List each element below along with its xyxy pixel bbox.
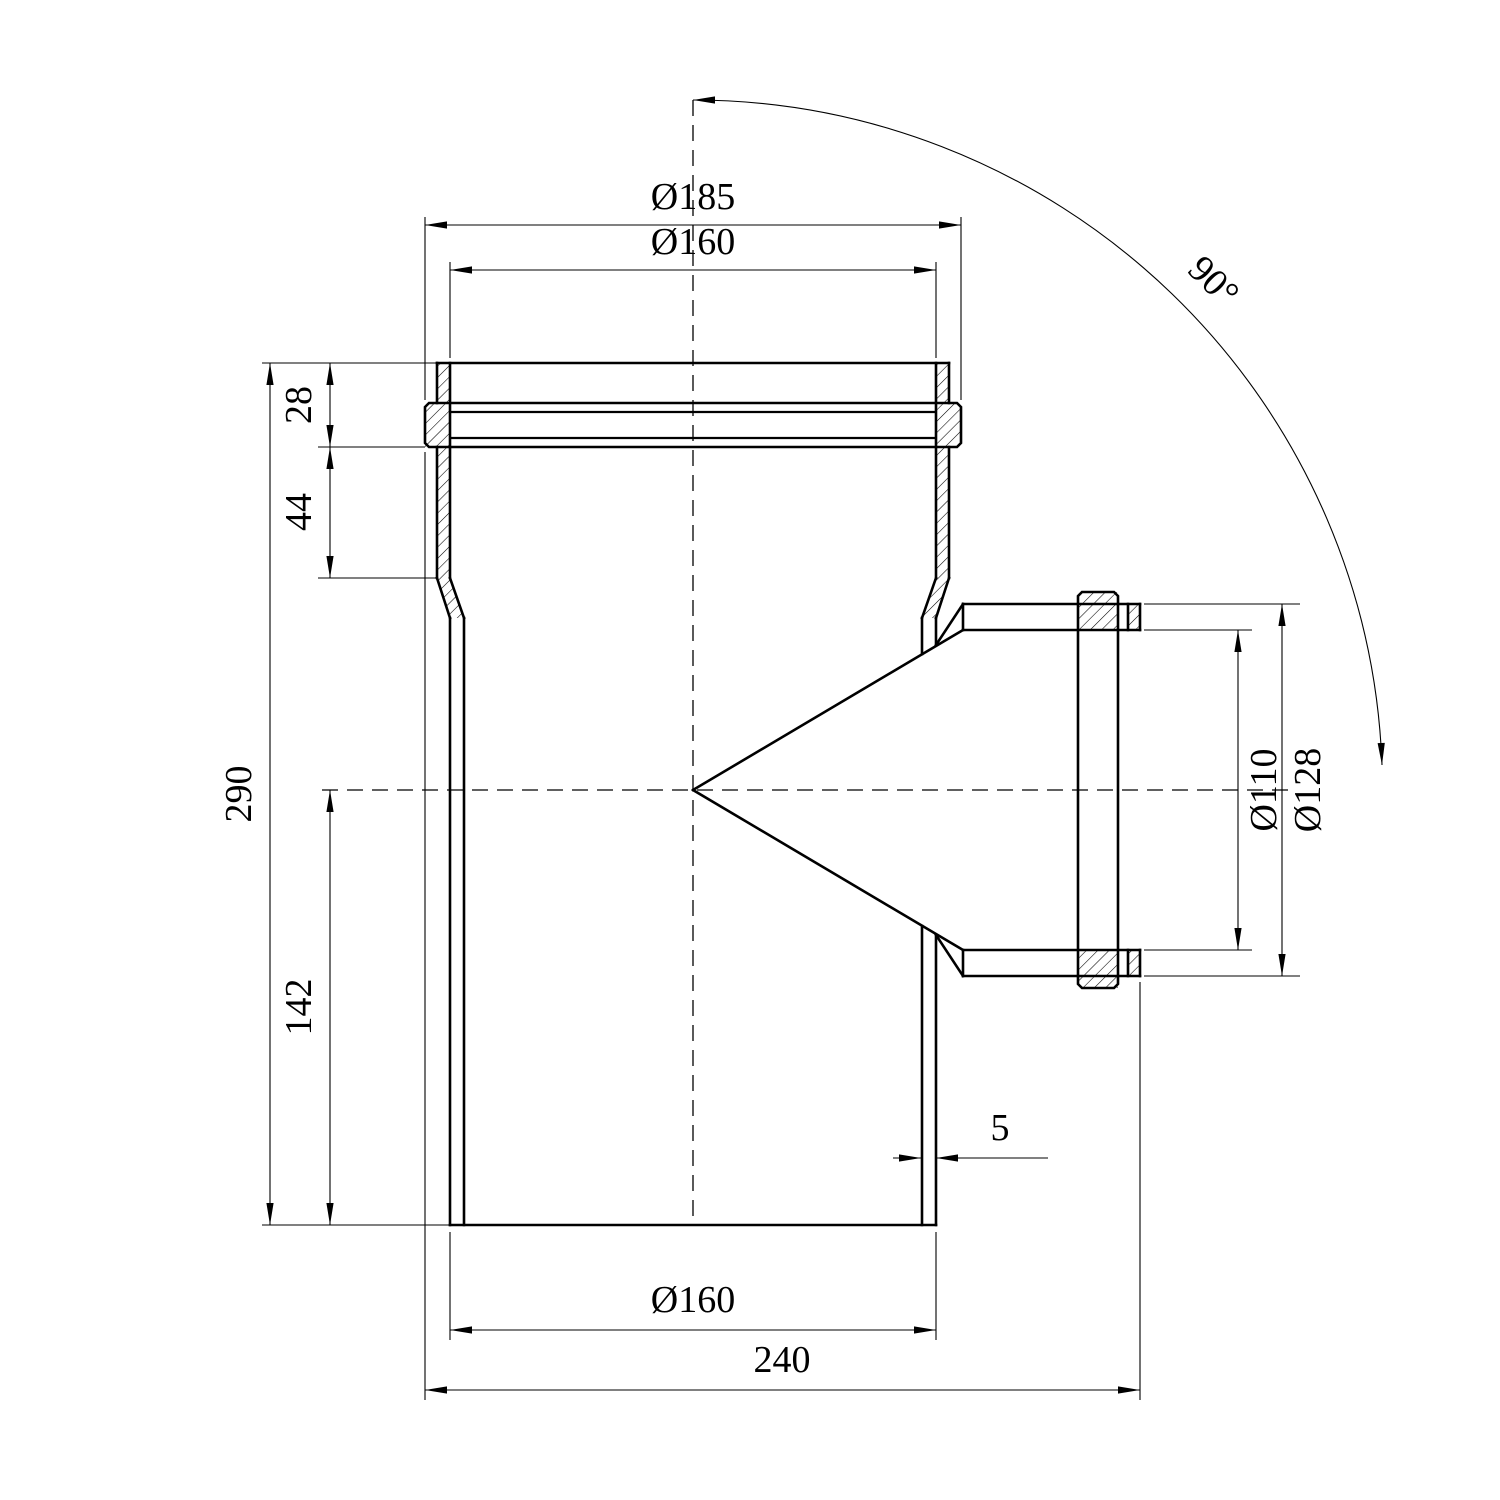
- label-socket-outer-dia: Ø185: [651, 176, 735, 218]
- label-ring-height: 28: [278, 386, 320, 424]
- label-total-depth: 240: [754, 1339, 811, 1381]
- label-socket-depth: 44: [278, 493, 320, 531]
- label-wall-thickness: 5: [991, 1107, 1010, 1149]
- branch-ring-bottom: [1076, 974, 1120, 990]
- label-branch-bore-dia: Ø110: [1243, 748, 1285, 831]
- label-total-height: 290: [218, 766, 260, 823]
- extension-lines: [262, 217, 1300, 1400]
- label-pipe-outer-dia: Ø160: [651, 1279, 735, 1321]
- dimension-lines: [266, 96, 1385, 1394]
- dim-arc-branch-angle: [692, 96, 1385, 766]
- branch-cone-bottom: [691, 788, 965, 952]
- label-socket-inner-dia: Ø160: [651, 221, 735, 263]
- label-bottom-length: 142: [278, 979, 320, 1036]
- label-branch-socket-dia: Ø128: [1287, 748, 1329, 832]
